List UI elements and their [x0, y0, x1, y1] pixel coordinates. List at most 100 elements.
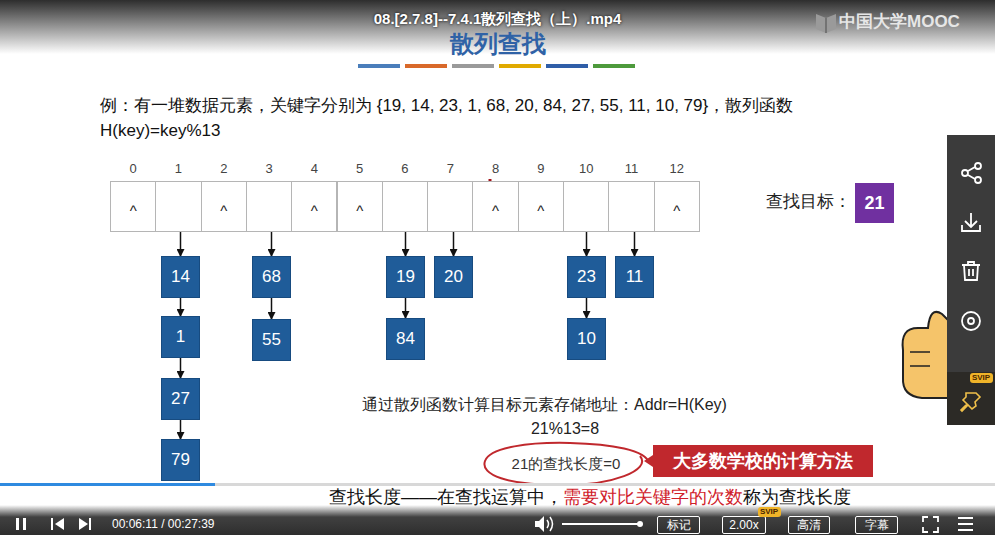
share-icon — [975, 177, 981, 183]
logo-icon — [816, 14, 836, 33]
null-pointer: ^ — [202, 203, 246, 219]
null-pointer: ^ — [338, 203, 382, 219]
callout-box: 大多数学校的计算方法 — [653, 445, 873, 477]
slot-index: 0 — [111, 161, 155, 177]
node-text: 大多数学校的计算方法 — [673, 449, 853, 473]
slot-index: 5 — [338, 161, 382, 177]
slot-index: 7 — [428, 161, 472, 177]
null-pointer: ^ — [473, 203, 517, 219]
chain-node: 55 — [252, 319, 291, 361]
note-text: 21%13=8 — [465, 419, 665, 439]
player-button: 标记 — [657, 516, 700, 534]
node-text: 21 — [864, 193, 884, 214]
node-text: SVIP — [760, 507, 778, 517]
volume-icon — [547, 517, 553, 531]
chain-node: 19 — [386, 256, 425, 298]
slot-index: 6 — [383, 161, 427, 177]
node-text: 23 — [577, 267, 596, 287]
svip-badge: SVIP — [758, 507, 781, 517]
title-bar — [452, 64, 494, 68]
chain-arrow — [180, 298, 182, 316]
node-text: 标记 — [667, 517, 691, 534]
pause-icon — [23, 518, 26, 530]
node-text: 2.00x — [729, 518, 758, 532]
slot-index: 1 — [156, 161, 200, 177]
subtitle: 称为查找长度 — [743, 487, 851, 507]
title-bar — [593, 64, 635, 68]
watch-icon — [962, 312, 980, 330]
node-text: 27 — [171, 389, 190, 409]
progress-track — [0, 483, 995, 486]
chain-node: 68 — [252, 256, 291, 298]
download-icon — [962, 213, 980, 231]
chain-arrow — [271, 232, 273, 256]
prev-icon — [55, 518, 64, 530]
chain-node: 10 — [567, 318, 606, 360]
slot-index: 11 — [609, 161, 653, 177]
subtitle: 查找长度——在查找运算中， — [329, 487, 563, 507]
logo-icon — [825, 18, 827, 33]
title-bar — [499, 64, 541, 68]
target-box: 21 — [855, 183, 894, 223]
hash-slot: 2^ — [201, 181, 247, 232]
fullscreen-icon — [923, 517, 938, 532]
chain-arrow — [180, 232, 182, 256]
hash-slot: 8^ — [472, 181, 518, 232]
node-text: 14 — [171, 267, 190, 287]
callout-tip — [644, 455, 653, 467]
chain-arrow — [453, 232, 455, 256]
title-bar — [546, 64, 588, 68]
slot-index: 10 — [564, 161, 608, 177]
pin-icon — [961, 393, 980, 411]
chain-arrow — [405, 232, 407, 256]
hash-slot: 10 — [563, 181, 609, 232]
hash-slot: 0^ — [110, 181, 156, 232]
node-text: 10 — [577, 329, 596, 349]
node-text: 55 — [262, 330, 281, 350]
delete-icon — [962, 262, 980, 280]
node-text: SVIP — [972, 373, 990, 383]
title-bar — [405, 64, 447, 68]
chain-node: 1 — [161, 316, 200, 358]
side-panel — [947, 372, 995, 425]
volume-slider — [562, 523, 640, 525]
hash-slot: 3 — [246, 181, 292, 232]
chain-node: 84 — [386, 318, 425, 360]
share-icon — [962, 170, 968, 176]
chain-node: 20 — [434, 256, 473, 298]
chain-arrow — [586, 232, 588, 256]
logo-icon — [816, 14, 836, 33]
node-text: 79 — [171, 450, 190, 470]
chain-node: 14 — [161, 256, 200, 298]
prev-icon — [51, 518, 53, 530]
player-button: 字幕 — [855, 516, 898, 534]
menu-icon — [958, 518, 973, 530]
chain-arrow — [405, 298, 407, 318]
time-display: 00:06:11 / 00:27:39 — [112, 517, 215, 531]
share-icon — [975, 163, 981, 169]
download-icon — [962, 213, 980, 231]
player-button: 高清 — [788, 516, 830, 534]
chain-node: 11 — [615, 256, 654, 298]
subtitle-line: 查找长度——在查找运算中，需要对比关键字的次数称为查找长度 — [250, 487, 930, 507]
chain-node: 27 — [161, 378, 200, 420]
slot-index: 12 — [655, 161, 699, 177]
title-bars — [358, 64, 635, 68]
watch-icon — [968, 318, 974, 324]
slot-index: 4 — [292, 161, 336, 177]
player-button: 2.00x — [722, 516, 766, 534]
cartoon-hand — [903, 312, 950, 398]
chain-arrow — [180, 420, 182, 439]
target-caption: 查找目标： — [766, 191, 851, 213]
chain-node: 79 — [161, 439, 200, 481]
node-text: 20 — [444, 267, 463, 287]
hash-slot: 1 — [155, 181, 201, 232]
slot-index: 8 — [473, 161, 517, 177]
next-icon — [89, 518, 91, 530]
note-text: 通过散列函数计算目标元素存储地址：Addr=H(Key) — [362, 395, 727, 415]
node-text: 84 — [396, 329, 415, 349]
slot-index: 2 — [202, 161, 246, 177]
next-icon — [79, 518, 88, 530]
